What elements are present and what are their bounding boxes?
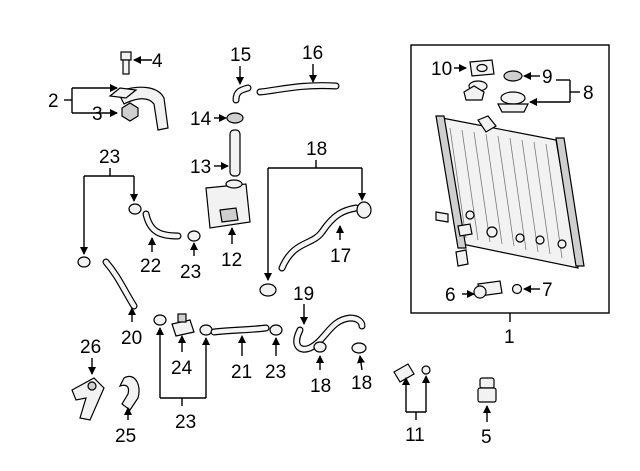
callout-15: 15 — [230, 45, 251, 66]
leader-lines — [64, 56, 580, 422]
radiator-core — [435, 115, 585, 269]
o-ring-part-7 — [511, 283, 523, 295]
bracket-part-26 — [71, 377, 105, 421]
callout-3: 3 — [92, 104, 103, 125]
callout-4: 4 — [152, 51, 163, 72]
callout-20: 20 — [121, 328, 142, 349]
valve-part-24 — [171, 313, 195, 337]
callout-23-right: 23 — [265, 362, 286, 383]
hose-part-19 — [293, 314, 366, 353]
callout-7: 7 — [542, 280, 553, 301]
callout-12: 12 — [221, 250, 242, 271]
callout-26: 26 — [80, 337, 101, 358]
fitting-part-11 — [393, 363, 415, 383]
cap-gasket-part-9 — [503, 70, 523, 82]
callout-14: 14 — [190, 109, 212, 130]
clamp-part-18-a — [259, 283, 277, 297]
callout-17: 17 — [330, 246, 351, 267]
callout-22: 22 — [140, 256, 161, 277]
callout-13: 13 — [190, 157, 211, 178]
plug-part-5 — [477, 377, 497, 403]
callout-2: 2 — [48, 91, 59, 112]
clamp-part-23-b — [77, 256, 91, 268]
callout-18-top: 18 — [306, 139, 327, 160]
reservoir-part-12 — [205, 179, 251, 229]
callout-1: 1 — [504, 327, 515, 348]
callout-18-lower-left: 18 — [310, 376, 331, 397]
grommet-part-14 — [226, 112, 244, 124]
clamp-part-18-c — [313, 341, 327, 353]
callout-11: 11 — [405, 425, 425, 446]
callout-23-mid: 23 — [180, 262, 201, 283]
callout-25: 25 — [115, 426, 136, 447]
radiator-cap-part-8 — [463, 85, 529, 113]
clamp-part-23-d — [153, 314, 167, 326]
callout-23-bottom: 23 — [175, 412, 196, 433]
nut-part-3 — [121, 102, 139, 122]
clamp-part-23-c — [187, 230, 201, 242]
callout-19: 19 — [293, 284, 314, 305]
tube-part-13 — [229, 129, 241, 177]
callout-18-lower-right: 18 — [351, 373, 372, 394]
callout-21: 21 — [231, 362, 252, 383]
clamp-part-23-f — [269, 324, 283, 336]
callout-9: 9 — [542, 67, 553, 88]
callout-5: 5 — [481, 427, 492, 448]
callout-24: 24 — [171, 358, 193, 379]
clamp-part-18-d — [351, 342, 367, 354]
callout-10: 10 — [431, 59, 452, 80]
clamp-part-23-e — [199, 324, 213, 336]
clamp-part-18-b — [356, 201, 372, 219]
callout-6: 6 — [445, 285, 456, 306]
callout-16: 16 — [302, 43, 323, 64]
callout-8: 8 — [583, 83, 594, 104]
bolt-part-4 — [120, 51, 132, 75]
seal-part-25 — [118, 375, 140, 411]
callout-23-top: 23 — [99, 147, 120, 168]
bracket-part-2 — [108, 86, 169, 131]
clamp-part-23-a — [128, 203, 142, 215]
